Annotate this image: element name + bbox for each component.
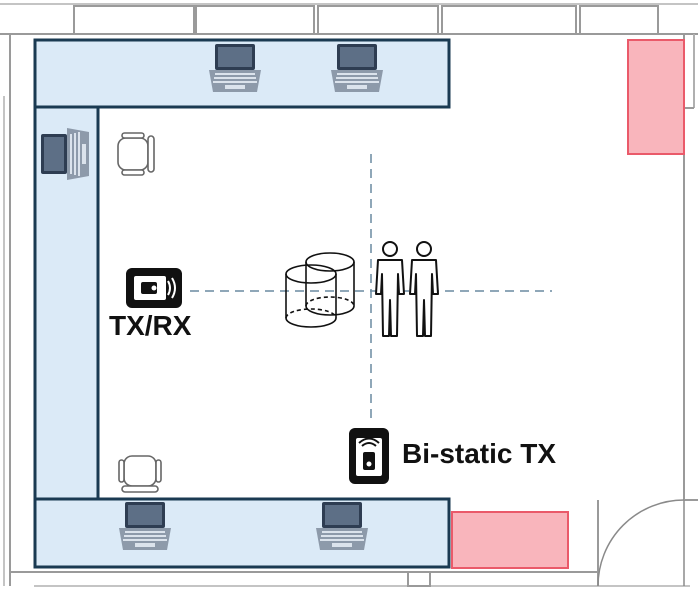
wireless-device-icon <box>126 268 182 308</box>
laptop-icon <box>41 128 89 180</box>
person-standing-icon <box>409 241 439 337</box>
office-chair-icon <box>118 455 162 493</box>
phone-signal-icon <box>349 428 389 484</box>
desk-bottom <box>33 497 451 569</box>
cylinder-target-icon <box>285 252 355 328</box>
bistatic-tx-label: Bi-static TX <box>402 438 557 469</box>
laptop-icon <box>119 502 171 550</box>
red-zone-top-right <box>627 39 685 155</box>
dashed-axes <box>190 154 552 424</box>
laptop-icon <box>209 44 261 92</box>
laptop-icon <box>331 44 383 92</box>
person-standing-icon <box>375 241 405 337</box>
txrx-label: TX/RX <box>109 310 192 341</box>
walls <box>0 3 698 587</box>
red-zone-bottom <box>451 511 569 569</box>
laptop-icon <box>316 502 368 550</box>
office-chair-icon <box>117 132 155 176</box>
door <box>597 499 685 587</box>
